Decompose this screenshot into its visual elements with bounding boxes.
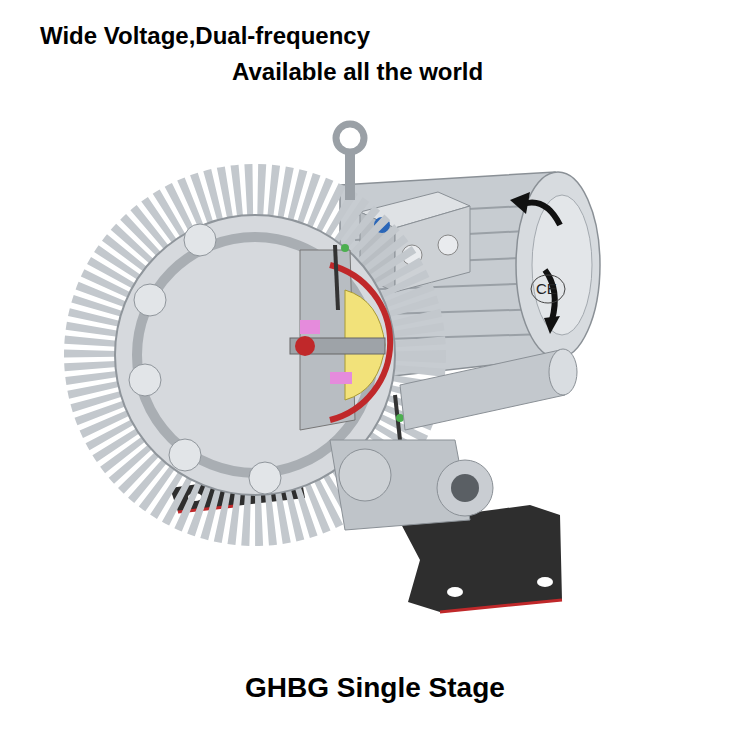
- caption: GHBG Single Stage: [245, 672, 505, 704]
- headline: Wide Voltage,Dual-frequency: [40, 22, 370, 50]
- eye-bolt: [336, 124, 364, 200]
- silencer: [330, 349, 577, 530]
- blower-housing: [90, 190, 420, 520]
- headline: Available all the world: [232, 58, 483, 86]
- cutaway-section: [290, 244, 404, 440]
- ce-mark: CE: [536, 280, 557, 297]
